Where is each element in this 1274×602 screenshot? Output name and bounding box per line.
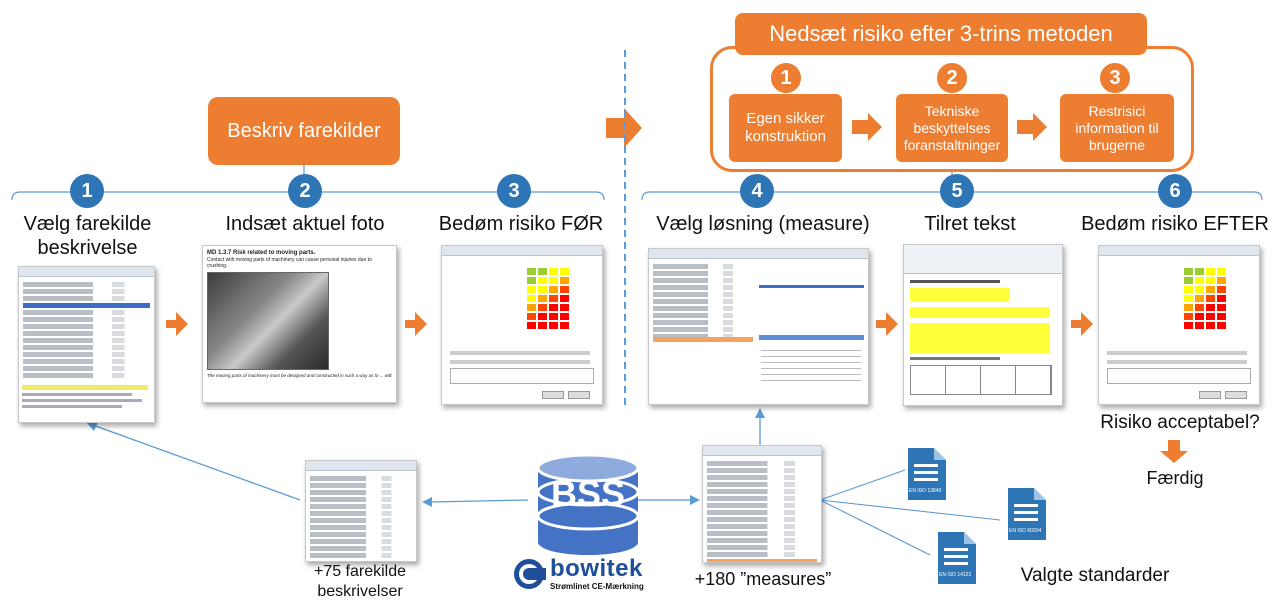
step-6-label: Bedøm risiko EFTER bbox=[1081, 213, 1269, 235]
hazard-count-label: +75 farekilde beskrivelser bbox=[313, 563, 407, 600]
standard-doc-1: EN ISO 13849 bbox=[906, 446, 948, 502]
method-step-2-badge: 2 bbox=[935, 61, 969, 95]
step-5-label: Tilret tekst bbox=[924, 213, 1016, 235]
flow-arrow-4 bbox=[1071, 312, 1093, 336]
standard-1-label: EN ISO 13849 bbox=[909, 488, 942, 494]
done-label: Færdig bbox=[1146, 468, 1204, 488]
photo-document: MD 1.3.7 Risk related to moving parts. C… bbox=[202, 245, 397, 403]
standard-doc-3: EN ISO 14122 bbox=[936, 530, 978, 586]
method-step-2-box: Tekniske beskyttelses foranstaltninger bbox=[896, 94, 1008, 162]
step-4-label: Vælg løsning (measure) bbox=[656, 213, 870, 235]
method-arrow-1 bbox=[852, 113, 882, 141]
photo-doc-body: Contact with moving parts of machinery c… bbox=[207, 257, 372, 269]
document-icon bbox=[938, 532, 976, 584]
standards-label: Valgte standarder bbox=[1020, 565, 1170, 586]
method-frame bbox=[710, 46, 1194, 172]
bowitek-logo: bowitek Strømlinet CE-Mærkning bbox=[512, 555, 672, 595]
describe-box-label: Beskriv farekilder bbox=[227, 119, 381, 142]
standard-doc-2: EN ISO 60204 bbox=[1006, 486, 1048, 542]
standard-3-label: EN ISO 14122 bbox=[939, 572, 972, 578]
document-icon bbox=[908, 448, 946, 500]
method-step-3-label: Restrisici information til brugerne bbox=[1075, 102, 1159, 153]
done-arrow bbox=[1160, 440, 1188, 463]
method-step-3-box: Restrisici information til brugerne bbox=[1060, 94, 1174, 162]
measures-count-label: +180 ”measures” bbox=[694, 569, 832, 589]
document-icon bbox=[1008, 488, 1046, 540]
step-3-label: Bedøm risiko FØR bbox=[438, 213, 604, 235]
step-4-badge: 4 bbox=[740, 174, 774, 208]
bss-label: BSS bbox=[550, 473, 626, 514]
measures-to-std-2 bbox=[819, 499, 1001, 521]
method-arrow-2 bbox=[1017, 113, 1047, 141]
text-editor-screenshot bbox=[903, 244, 1063, 406]
step-2-label: Indsæt aktuel foto bbox=[225, 213, 385, 235]
method-step-1-label: Egen sikker konstruktion bbox=[745, 110, 826, 145]
measures-database-screenshot bbox=[702, 445, 822, 563]
step-6-badge: 6 bbox=[1158, 174, 1192, 208]
flow-arrow-3 bbox=[876, 312, 898, 336]
method-title: Nedsæt risiko efter 3-trins metoden bbox=[769, 21, 1113, 46]
bss-database-icon bbox=[536, 454, 640, 555]
measures-screenshot bbox=[648, 248, 869, 405]
bowitek-tagline: Strømlinet CE-Mærkning bbox=[550, 582, 644, 591]
db-to-hazards bbox=[89, 423, 301, 501]
describe-box: Beskriv farekilder bbox=[208, 97, 400, 165]
measures-to-std-3 bbox=[819, 499, 931, 556]
measures-to-std-1 bbox=[819, 469, 906, 501]
step-3-badge: 3 bbox=[497, 174, 531, 208]
step-2-badge: 2 bbox=[288, 174, 322, 208]
step-1-badge: 1 bbox=[70, 174, 104, 208]
bowitek-name: bowitek bbox=[550, 555, 643, 582]
step-5-badge: 5 bbox=[940, 174, 974, 208]
machine-photo bbox=[207, 272, 329, 370]
standard-2-label: EN ISO 60204 bbox=[1009, 528, 1042, 534]
photo-doc-heading: MD 1.3.7 Risk related to moving parts. bbox=[207, 250, 316, 256]
step-1-label: Vælg farekilde beskrivelse bbox=[23, 213, 152, 259]
flow-arrow-2 bbox=[405, 312, 427, 336]
risk-after-screenshot bbox=[1098, 245, 1260, 405]
hazard-database-screenshot bbox=[305, 460, 417, 562]
hazard-list-screenshot bbox=[18, 266, 155, 423]
flow-arrow-1 bbox=[166, 312, 188, 336]
risk-before-screenshot bbox=[441, 245, 603, 405]
bowitek-emblem-icon bbox=[514, 559, 546, 589]
method-step-1-box: Egen sikker konstruktion bbox=[729, 94, 842, 162]
photo-doc-footer: The moving parts of machinery must be de… bbox=[207, 373, 392, 378]
risk-question: Risiko acceptabel? bbox=[1100, 412, 1260, 433]
db-to-hazard-list bbox=[429, 499, 529, 503]
method-step-2-label: Tekniske beskyttelses foranstaltninger bbox=[903, 102, 1001, 153]
